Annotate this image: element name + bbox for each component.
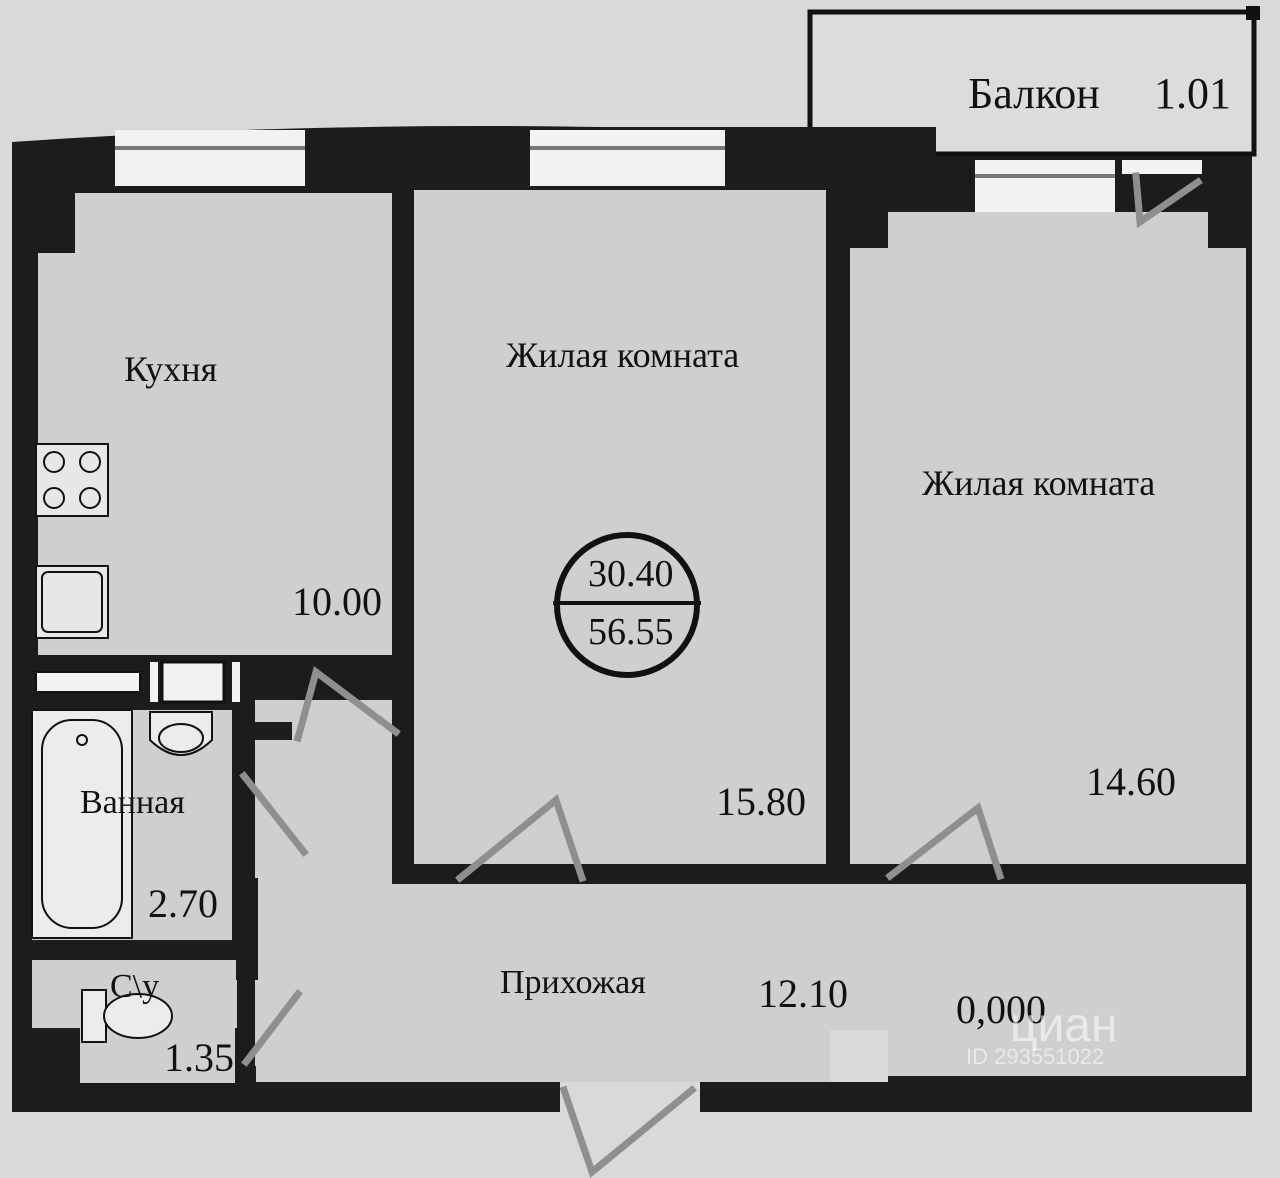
interior-walls [12,190,1246,1112]
living1-area: 15.80 [716,779,806,824]
hallway-floor [255,700,1246,1082]
balcony-area: 1.01 [1154,69,1231,118]
stove-icon [35,443,109,517]
living1-floor [414,190,826,864]
door-living1 [455,794,587,883]
kitchen-label: Кухня [124,349,218,389]
area-totals-badge [553,532,701,678]
door-toilet [241,989,303,1067]
living1-label: Жилая комната [506,335,740,375]
living2-floor [850,212,1246,864]
door-kitchen [293,666,401,743]
windows [115,130,1202,212]
vent-shaft [35,660,240,704]
window-kitchen [115,130,305,186]
watermark-brand: циан [1010,999,1118,1052]
window-living2 [975,160,1115,212]
door-balcony [1132,172,1203,229]
door-living2 [885,802,1005,881]
toilet-label: С\у [110,968,160,1005]
balcony-label: Балкон [968,69,1100,118]
living2-area: 14.60 [1086,759,1176,804]
hallway-area: 12.10 [758,971,848,1016]
bathroom-area: 2.70 [148,881,218,926]
hallway-label: Прихожая [500,964,646,1001]
kitchen-floor [38,193,392,655]
elevation-mark: 0,000 [956,987,1046,1032]
sink-icon [35,565,109,639]
kitchen-area: 10.00 [292,579,382,624]
door-bathroom [239,771,309,857]
bathtub-icon [31,709,133,939]
toilet-area: 1.35 [164,1035,234,1080]
living-area-total: 30.40 [588,553,674,595]
bathroom-label: Ванная [80,784,185,821]
door-entrance [559,1085,697,1178]
doors [239,172,1203,1178]
living2-label: Жилая комната [922,463,1156,503]
window-living1 [530,130,725,186]
total-area: 56.55 [588,611,674,653]
toilet-icon [81,989,173,1043]
room-floors [32,190,1246,1083]
watermark-id: ID 293551022 [966,1044,1105,1069]
balcony-door-opening [1122,160,1202,174]
washbasin-icon [149,711,213,756]
